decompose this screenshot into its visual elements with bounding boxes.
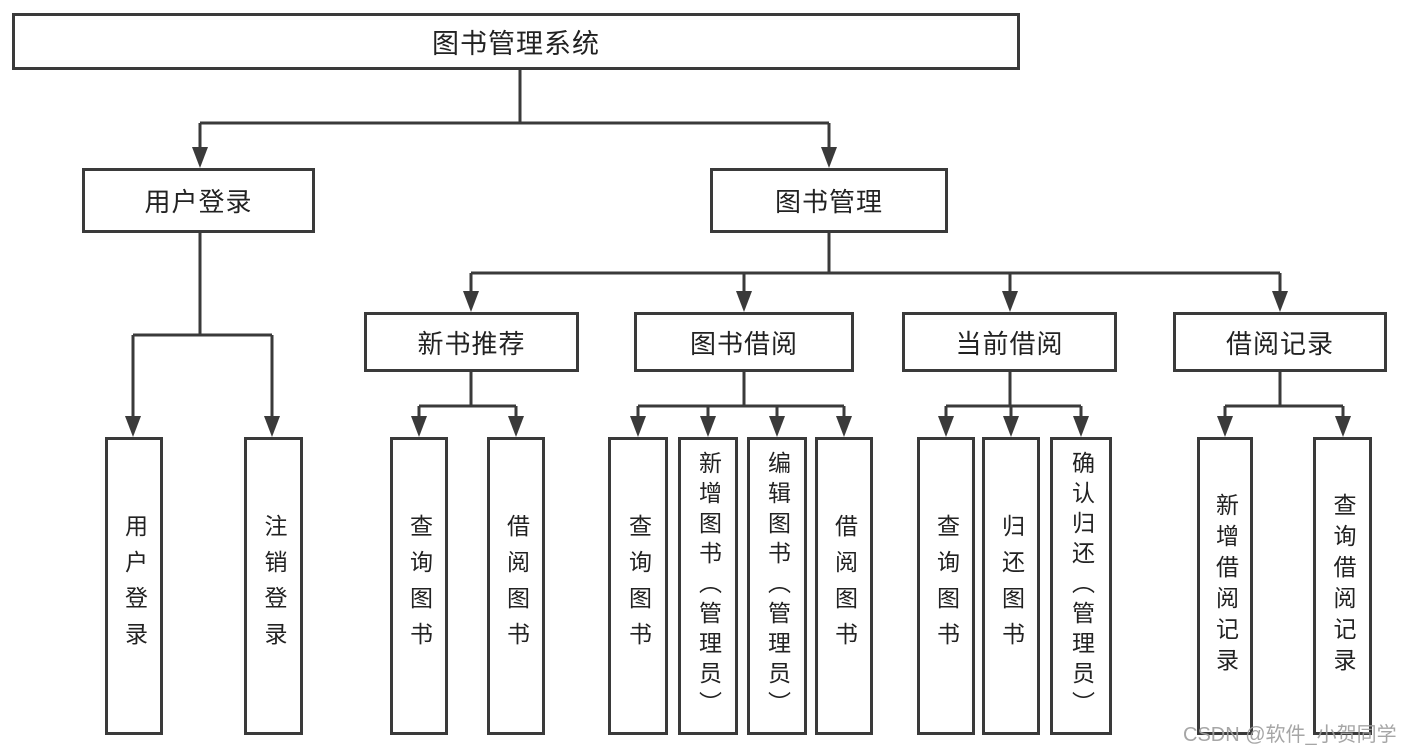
leaf-query-borrow-record: 查询借阅记录 [1313,437,1372,735]
arrowhead [836,416,852,437]
arrowhead [1217,416,1233,437]
arrowhead [1073,416,1089,437]
node-label: 归还图书 [998,514,1025,658]
arrowhead [938,416,954,437]
node-user-login-branch: 用户登录 [82,168,315,233]
leaf-query-books-1: 查询图书 [390,437,448,735]
arrowhead [508,416,524,437]
node-label: 新增图书（管理员） [695,451,722,721]
leaf-user-login: 用户登录 [105,437,163,735]
csdn-watermark: CSDN @软件_小贺同学 [1183,724,1397,746]
node-label: 图书管理系统 [432,29,600,59]
leaf-borrow-books-1: 借阅图书 [487,437,545,735]
leaf-query-books-3: 查询图书 [917,437,975,735]
arrowhead [821,147,837,168]
arrowhead [463,291,479,312]
node-label: 用户登录 [121,514,148,658]
node-label: 查询图书 [406,514,433,658]
node-label: 编辑图书（管理员） [764,451,791,721]
node-label: 借阅图书 [831,514,858,658]
node-book-management-branch: 图书管理 [710,168,948,233]
arrowhead [630,416,646,437]
node-label: 注销登录 [261,514,287,658]
edge-userlogin-to-leaves [131,233,274,419]
node-label: 确认归还（管理员） [1068,451,1095,721]
arrowhead [1003,416,1019,437]
node-label: 借阅记录 [1225,328,1334,359]
arrowhead [700,416,716,437]
node-label: 查询图书 [625,514,652,658]
node-label: 图书借阅 [689,328,798,359]
leaf-return-books: 归还图书 [982,437,1040,735]
node-book-borrowing: 图书借阅 [634,312,854,372]
node-label: 图书管理 [774,187,883,217]
leaf-edit-books-admin: 编辑图书（管理员） [747,437,807,735]
node-label: 新增借阅记录 [1212,493,1239,679]
leaf-query-books-2: 查询图书 [608,437,668,735]
leaf-confirm-return-admin: 确认归还（管理员） [1050,437,1112,735]
leaf-logout: 注销登录 [244,437,303,735]
edge-newbook-to-leaves [417,372,518,419]
node-label: 借阅图书 [503,514,530,658]
node-label: 查询借阅记录 [1330,493,1356,679]
edge-borrow-to-leaves [636,372,846,419]
node-label: 查询图书 [933,514,960,658]
leaf-add-books-admin: 新增图书（管理员） [678,437,738,735]
node-borrowing-records: 借阅记录 [1173,312,1387,372]
arrowhead [264,416,280,437]
leaf-add-borrow-record: 新增借阅记录 [1197,437,1253,735]
node-library-management-system: 图书管理系统 [12,13,1020,70]
arrowhead [1272,291,1288,312]
arrowhead [769,416,785,437]
tree-edges [131,70,1345,419]
node-new-book-recommend: 新书推荐 [364,312,579,372]
arrowhead [1002,291,1018,312]
arrowhead [736,291,752,312]
arrowhead [1335,416,1351,437]
node-label: 新书推荐 [417,328,526,359]
node-label: 当前借阅 [955,328,1064,359]
arrowhead [192,147,208,168]
edge-current-to-leaves [944,372,1083,419]
arrowheads [125,147,1351,437]
edge-root-to-level2 [198,70,831,150]
arrowhead [411,416,427,437]
edge-bookmgmt-to-level3 [469,233,1282,294]
arrowhead [125,416,141,437]
node-label: 用户登录 [144,187,253,217]
node-current-borrowing: 当前借阅 [902,312,1117,372]
edge-records-to-leaves [1223,372,1345,419]
leaf-borrow-books-2: 借阅图书 [815,437,873,735]
